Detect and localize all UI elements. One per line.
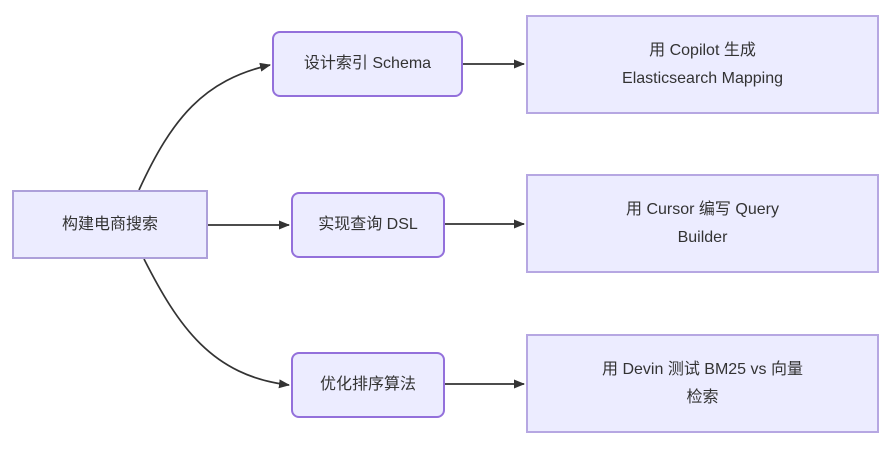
edge-root-to-task-1 (138, 62, 271, 191)
node-tool-3: 用 Devin 测试 BM25 vs 向量 检索 (526, 334, 879, 433)
node-tool-2-label-line-2: Builder (677, 228, 728, 246)
node-tool-3-label-line-1: 用 Devin 测试 BM25 vs 向量 (602, 360, 803, 378)
node-task-3-label: 优化排序算法 (319, 376, 416, 393)
edge-root-to-task-3 (143, 258, 290, 389)
node-tool-1: 用 Copilot 生成 Elasticsearch Mapping (526, 15, 879, 114)
node-tool-1-label-line-2: Elasticsearch Mapping (622, 69, 783, 87)
node-tool-3-label-line-2: 检索 (686, 388, 719, 406)
node-task-2-label: 实现查询 DSL (318, 216, 418, 233)
node-task-1: 设计索引 Schema (272, 31, 463, 97)
node-task-2: 实现查询 DSL (291, 192, 445, 258)
node-tool-1-label-line-1: 用 Copilot 生成 (649, 41, 756, 59)
node-root: 构建电商搜索 (12, 190, 208, 259)
node-task-3: 优化排序算法 (291, 352, 445, 418)
node-task-1-label: 设计索引 Schema (303, 55, 432, 72)
node-root-label: 构建电商搜索 (61, 215, 158, 233)
node-tool-2: 用 Cursor 编写 Query Builder (526, 174, 879, 273)
node-tool-2-label-line-1: 用 Cursor 编写 Query (626, 200, 779, 218)
